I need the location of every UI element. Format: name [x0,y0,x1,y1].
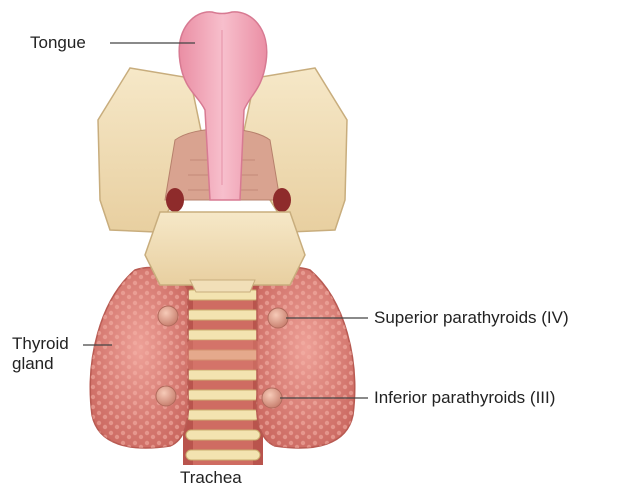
superior-parathyroid-right [268,308,288,328]
label-thyroid-gland: Thyroid gland [12,334,92,374]
superior-parathyroid-left [158,306,178,326]
trachea [183,280,263,465]
label-thyroid-line2: gland [12,354,92,374]
label-tongue: Tongue [30,33,86,53]
inferior-parathyroid-left [156,386,176,406]
tracheal-rings [186,290,260,460]
inferior-parathyroid-right [262,388,282,408]
label-inferior-parathyroids: Inferior parathyroids (III) [374,388,555,408]
label-superior-parathyroids: Superior parathyroids (IV) [374,308,569,328]
label-thyroid-line1: Thyroid [12,334,92,354]
label-trachea: Trachea [180,468,242,488]
